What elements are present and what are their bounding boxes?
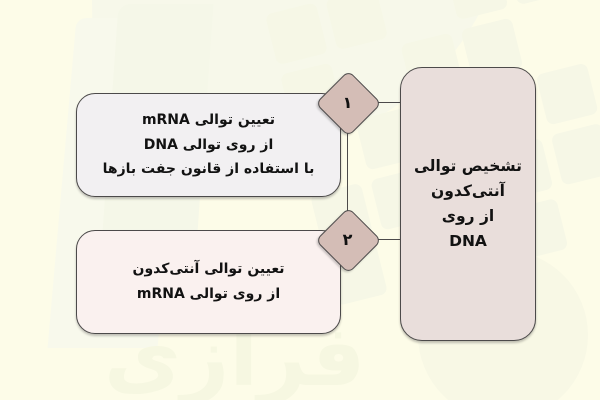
connector-badge2-to-main: [369, 239, 402, 241]
step-1-line-3: با استفاده از قانون جفت بازها: [102, 161, 315, 178]
watermark-grid-cell: [325, 0, 389, 51]
main-node-line-2: آنتی‌کدون: [431, 181, 505, 200]
main-node: تشخیص توالی آنتی‌کدون از روی DNA: [400, 67, 536, 341]
watermark-grid-cell: [264, 2, 329, 66]
step-2-line-1: تعیین توالی آنتی‌کدون: [132, 261, 285, 278]
main-node-line-3: از روی: [441, 207, 495, 225]
watermark-grid-cell: [550, 122, 600, 186]
watermark-grid-cell: [505, 0, 569, 6]
step-1-badge-number: ۱: [342, 93, 353, 112]
watermark-grid-cell: [445, 0, 509, 21]
step-2-line-2: از روی توالی mRNA: [136, 286, 281, 302]
step-2-badge-number: ۲: [342, 230, 353, 249]
main-node-line-1: تشخیص توالی: [414, 156, 522, 175]
step-1-line-1: تعیین توالی mRNA: [141, 111, 276, 128]
main-node-text: تشخیص توالی آنتی‌کدون از روی DNA: [404, 154, 532, 254]
watermark-grid-cell: [535, 62, 599, 126]
step-1-line-2: از روی توالی DNA: [143, 136, 274, 153]
step-2-node: تعیین توالی آنتی‌کدون از روی توالی mRNA: [76, 230, 341, 334]
connector-vertical: [347, 128, 349, 214]
step-2-text: تعیین توالی آنتی‌کدون از روی توالی mRNA: [123, 257, 295, 307]
main-node-line-4: DNA: [449, 232, 487, 251]
connector-badge1-to-main: [369, 102, 402, 104]
step-1-text: تعیین توالی mRNA از روی توالی DNA با است…: [93, 108, 325, 183]
step-1-node: تعیین توالی mRNA از روی توالی DNA با است…: [76, 93, 341, 197]
